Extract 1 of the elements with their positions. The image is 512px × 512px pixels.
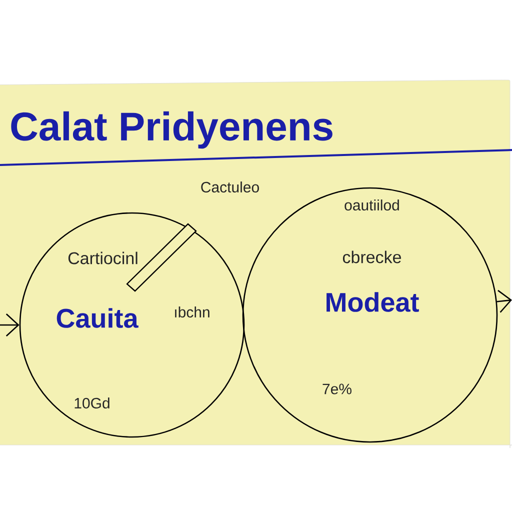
title: Calat Pridyenens (11, 111, 332, 149)
